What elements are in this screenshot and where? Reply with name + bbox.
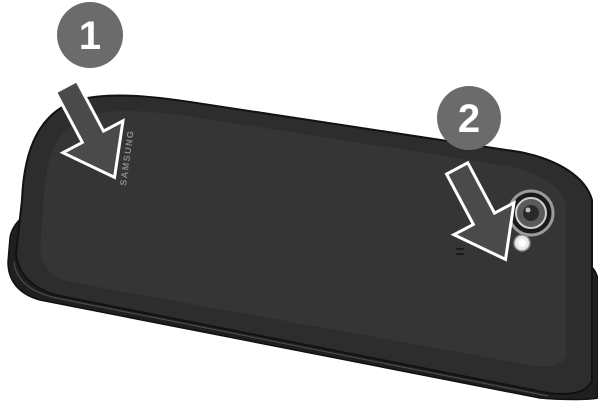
step-badge-1: 1 [57, 2, 123, 68]
press-down-arrow-icon [53, 78, 125, 180]
battery-cover-inner-panel [40, 110, 566, 367]
step-badge-2: 2 [437, 86, 501, 150]
step-number-2: 2 [458, 97, 480, 141]
camera-lens-icon [507, 189, 555, 237]
press-down-arrow-icon [444, 160, 516, 262]
cover-seam [13, 261, 549, 397]
flash-icon [513, 234, 531, 252]
speaker-icon [456, 248, 464, 255]
step-number-1: 1 [79, 14, 101, 58]
